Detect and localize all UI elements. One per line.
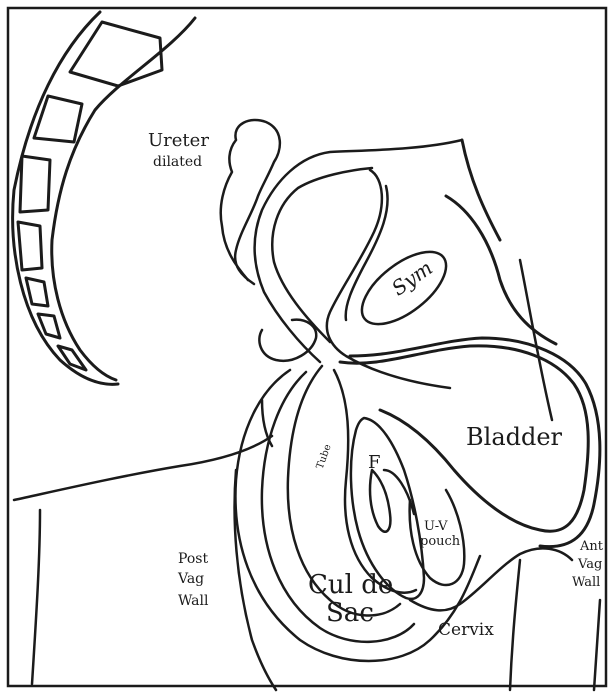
post-vag-wall-label-line3: Wall — [178, 594, 208, 608]
cervix-label: Cervix — [438, 622, 494, 639]
uv-pouch-label-line2: pouch — [420, 535, 460, 548]
post-vag-wall-label-line1: Post — [178, 552, 208, 566]
f-label: F — [368, 454, 381, 472]
bladder-label: Bladder — [466, 425, 562, 449]
posterior-body-lines — [14, 400, 276, 690]
bladder-outline — [340, 140, 600, 547]
figure-frame — [8, 8, 606, 686]
cervix-shape — [410, 548, 572, 610]
sacrum-vertebrae — [13, 12, 195, 384]
ant-vag-wall-label-line2: Vag — [578, 558, 602, 571]
ureter-label: Ureter — [148, 132, 209, 150]
ant-vag-wall-label-line1: Ant — [580, 540, 603, 553]
uv-pouch-label-line1: U-V — [424, 520, 448, 533]
ureter-dilated-shape — [221, 120, 280, 284]
post-vag-wall-label-line2: Vag — [178, 572, 204, 586]
cul-de-sac-label-line1: Cul de — [308, 572, 393, 598]
cul-de-sac-label-line2: Sac — [326, 600, 374, 626]
ant-vag-wall-label-line3: Wall — [572, 576, 600, 589]
dilated-label: dilated — [153, 155, 202, 169]
